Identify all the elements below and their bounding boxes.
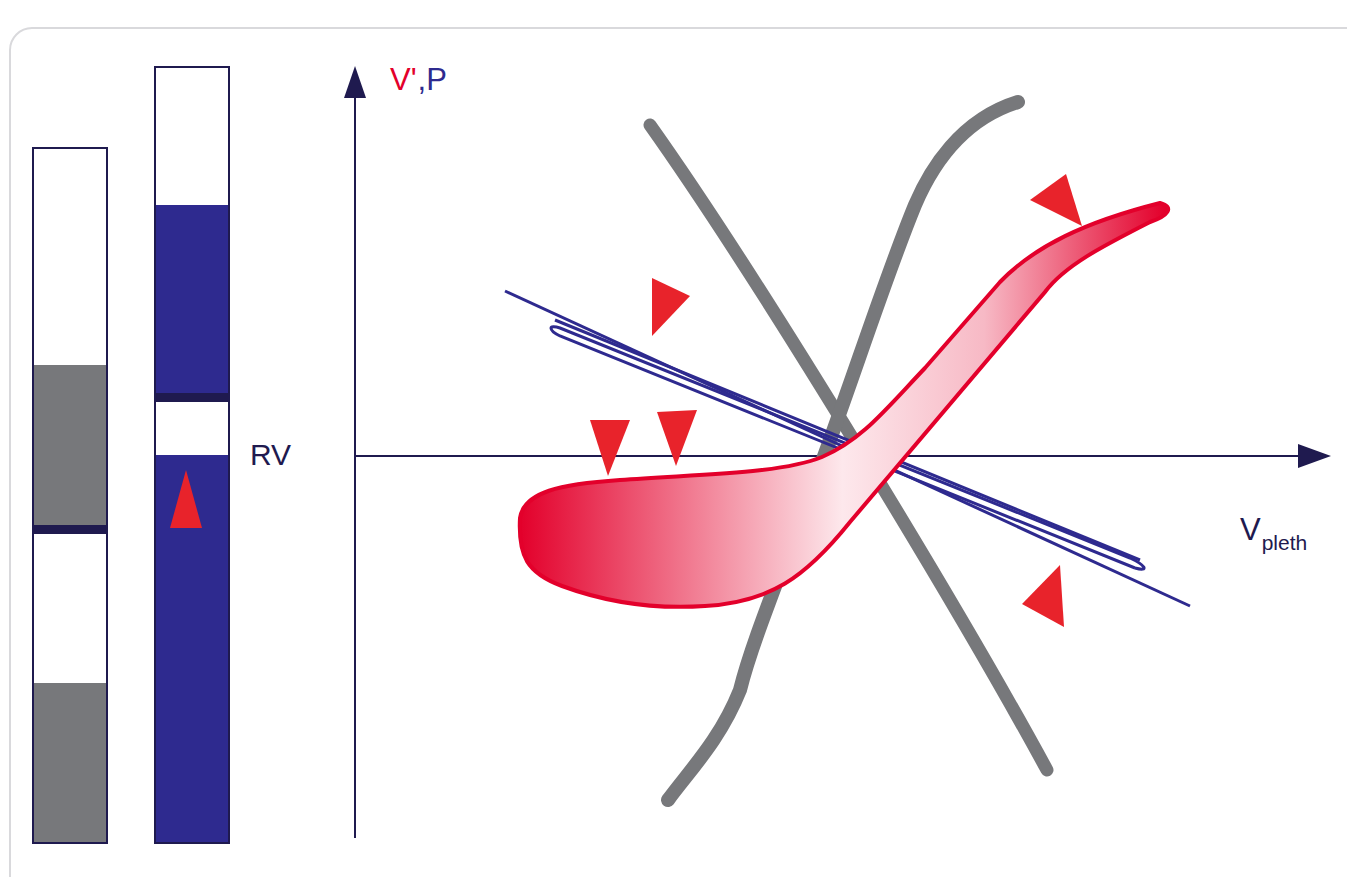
axis-label: V': [390, 64, 417, 95]
volume-bar-grey: [33, 148, 107, 843]
axis-label: ,P: [418, 64, 447, 95]
volume-label: RV: [250, 440, 291, 470]
axis-subscript: pleth: [1262, 532, 1308, 553]
red-loop: [520, 203, 1168, 607]
axes: [344, 66, 1331, 838]
volume-bar-blue: [155, 67, 229, 843]
red-markers: [590, 174, 1082, 627]
axis-label: V: [1240, 514, 1261, 545]
panel: [10, 28, 1347, 877]
